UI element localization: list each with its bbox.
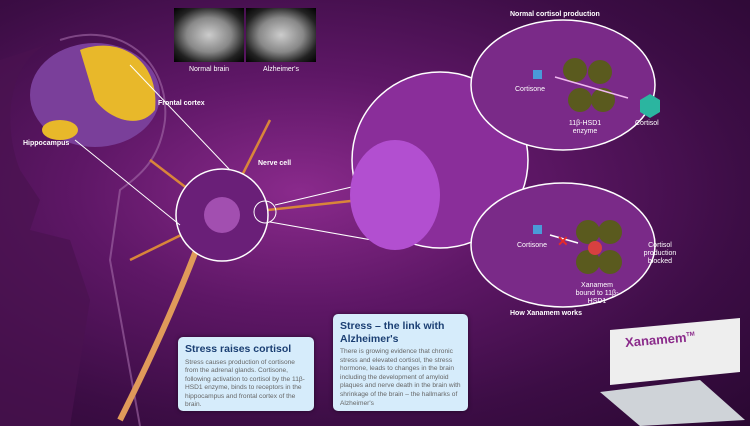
mri-normal-label: Normal brain [188, 66, 230, 73]
product-package [600, 318, 745, 426]
enzyme-molecule [563, 58, 615, 112]
box-title: Stress raises cortisol [185, 343, 292, 355]
mri-alzheimers-brain [246, 8, 316, 62]
blocked-label: Cortisol production blocked [643, 242, 677, 266]
blocked-panel-title: How Xanamem works [510, 310, 582, 317]
blocked-production-ellipse [470, 182, 656, 308]
box-body: There is growing evidence that chronic s… [340, 348, 461, 407]
stress-cortisol-box: Stress raises cortisol Stress causes pro… [178, 337, 314, 411]
frontal-cortex-label: Frontal cortex [158, 100, 205, 107]
cortisone-molecule [533, 70, 542, 79]
block-x-icon: ✕ [557, 233, 569, 249]
stress-alzheimers-box: Stress – the link with Alzheimer's There… [333, 314, 468, 411]
cortisol-molecule [640, 94, 660, 118]
hippocampus-label: Hippocampus [23, 140, 70, 147]
normal-production-ellipse [470, 19, 656, 151]
head-silhouette [0, 40, 90, 426]
cortisone-label-blocked: Cortisone [517, 242, 547, 249]
box-title: Stress – the link with Alzheimer's [340, 320, 445, 345]
bound-enzyme-molecule [576, 220, 622, 274]
mri-normal-brain [174, 8, 244, 62]
cortisone-label: Cortisone [515, 86, 545, 93]
hippocampus-highlight [42, 120, 78, 140]
bound-label: Xanamem bound to 11β-HSD1 [575, 282, 619, 306]
frontal-cortex-highlight [80, 45, 156, 121]
enzyme-label: 11β-HSD1 enzyme [568, 120, 602, 136]
normal-panel-title: Normal cortisol production [510, 11, 600, 18]
nerve-cell-label: Nerve cell [258, 160, 292, 167]
cortisol-label: Cortisol [635, 120, 659, 127]
box-body: Stress causes production of cortisone fr… [185, 358, 305, 409]
mri-alzheimers-label: Alzheimer's [263, 66, 299, 73]
